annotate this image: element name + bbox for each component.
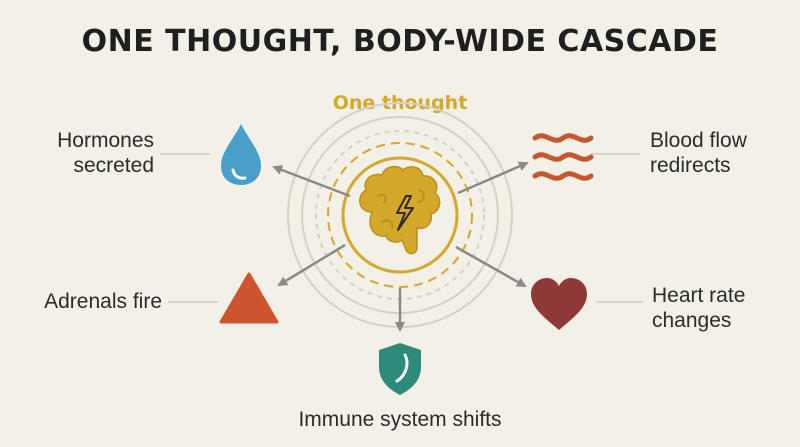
gold-dashed-ring bbox=[327, 142, 473, 288]
hormones-label-line1: Hormones bbox=[57, 129, 154, 152]
blood-flow-label: Blood flow redirects bbox=[650, 128, 790, 178]
heart-rate-label: Heart rate changes bbox=[652, 283, 792, 333]
arrow-to-adrenals bbox=[277, 243, 346, 287]
page-title: ONE THOUGHT, BODY-WIDE CASCADE bbox=[81, 24, 719, 59]
immune-label: Immune system shifts bbox=[298, 408, 502, 431]
hormones-label: Hormones secreted bbox=[20, 128, 154, 178]
label-connectors bbox=[160, 153, 643, 303]
adrenals-label: Adrenals fire bbox=[44, 290, 162, 313]
arrows bbox=[272, 161, 529, 332]
hormones-label-line2: secreted bbox=[73, 154, 154, 177]
arrow-to-blood-flow bbox=[457, 161, 529, 195]
heart-rate-label-line2: changes bbox=[652, 309, 732, 332]
wavy-lines-icon bbox=[532, 133, 594, 181]
brain-lightning-icon bbox=[359, 165, 441, 255]
water-drop-icon bbox=[221, 124, 261, 185]
triangle-icon bbox=[219, 272, 279, 324]
heart-rate-label-line1: Heart rate bbox=[652, 284, 746, 307]
blood-flow-label-line2: redirects bbox=[650, 154, 731, 177]
shield-icon bbox=[379, 343, 421, 395]
blood-flow-label-line1: Blood flow bbox=[650, 129, 747, 152]
arrow-to-hormones bbox=[272, 165, 351, 198]
heart-icon bbox=[531, 278, 587, 330]
gold-solid-ring bbox=[341, 156, 459, 274]
arrow-to-heart bbox=[455, 245, 527, 288]
